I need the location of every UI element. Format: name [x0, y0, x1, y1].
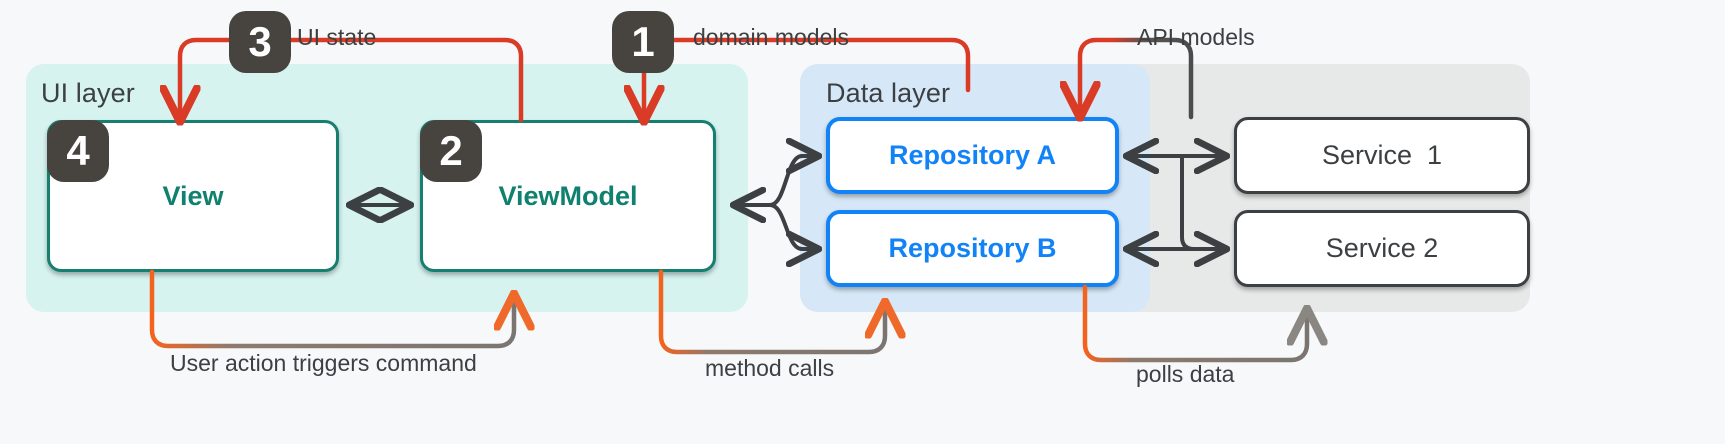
edge-label-method-calls: method calls	[705, 355, 835, 381]
node-repository-b[interactable]: Repository B	[826, 210, 1119, 287]
node-service-1[interactable]: Service 1	[1234, 117, 1530, 194]
step-badge-3: 3	[229, 11, 291, 73]
node-service-2-label: Service 2	[1325, 233, 1439, 263]
node-view-label: View	[162, 180, 224, 211]
ui-layer-label: UI layer	[41, 78, 135, 108]
node-repository-a[interactable]: Repository A	[826, 117, 1119, 194]
edge-label-user-action: User action triggers command	[170, 350, 477, 376]
step-badge-2: 2	[420, 120, 482, 182]
node-service-2[interactable]: Service 2	[1234, 210, 1530, 287]
step-badge-3-number: 3	[248, 18, 272, 65]
step-badge-1: 1	[612, 11, 674, 73]
step-badge-1-number: 1	[631, 18, 655, 65]
data-layer-label: Data layer	[826, 78, 951, 108]
node-service-1-label: Service 1	[1321, 140, 1443, 170]
edge-label-ui-state: UI state	[297, 24, 377, 50]
edge-label-api-models: API models	[1137, 24, 1255, 50]
step-badge-4-number: 4	[66, 127, 90, 174]
edge-label-polls-data: polls data	[1136, 361, 1235, 387]
node-viewmodel-label: ViewModel	[498, 180, 638, 211]
node-repository-b-label: Repository B	[888, 233, 1057, 263]
step-badge-2-number: 2	[439, 127, 463, 174]
step-badge-4: 4	[47, 120, 109, 182]
node-repository-a-label: Repository A	[888, 140, 1057, 170]
edge-label-domain-models: domain models	[693, 24, 849, 50]
